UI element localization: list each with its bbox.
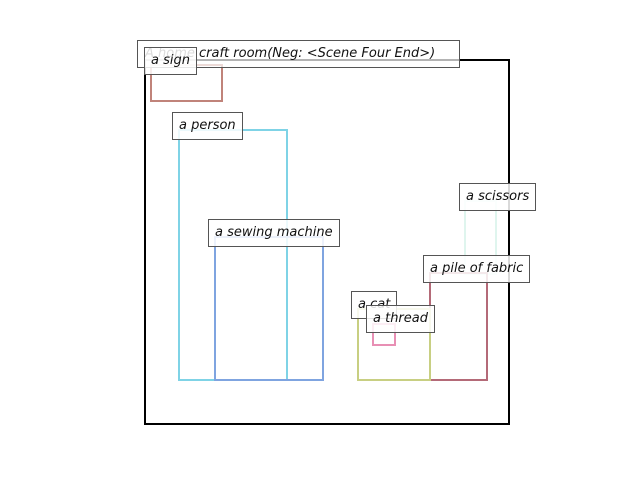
box-pile-of-fabric — [429, 272, 488, 381]
box-sewing-machine — [214, 236, 324, 381]
label-thread: a thread — [366, 305, 435, 333]
label-pile-of-fabric: a pile of fabric — [423, 255, 531, 283]
label-sewing-machine: a sewing machine — [208, 219, 340, 247]
label-person: a person — [172, 112, 243, 140]
label-scissors: a scissors — [459, 183, 537, 211]
label-sign: a sign — [144, 47, 197, 75]
